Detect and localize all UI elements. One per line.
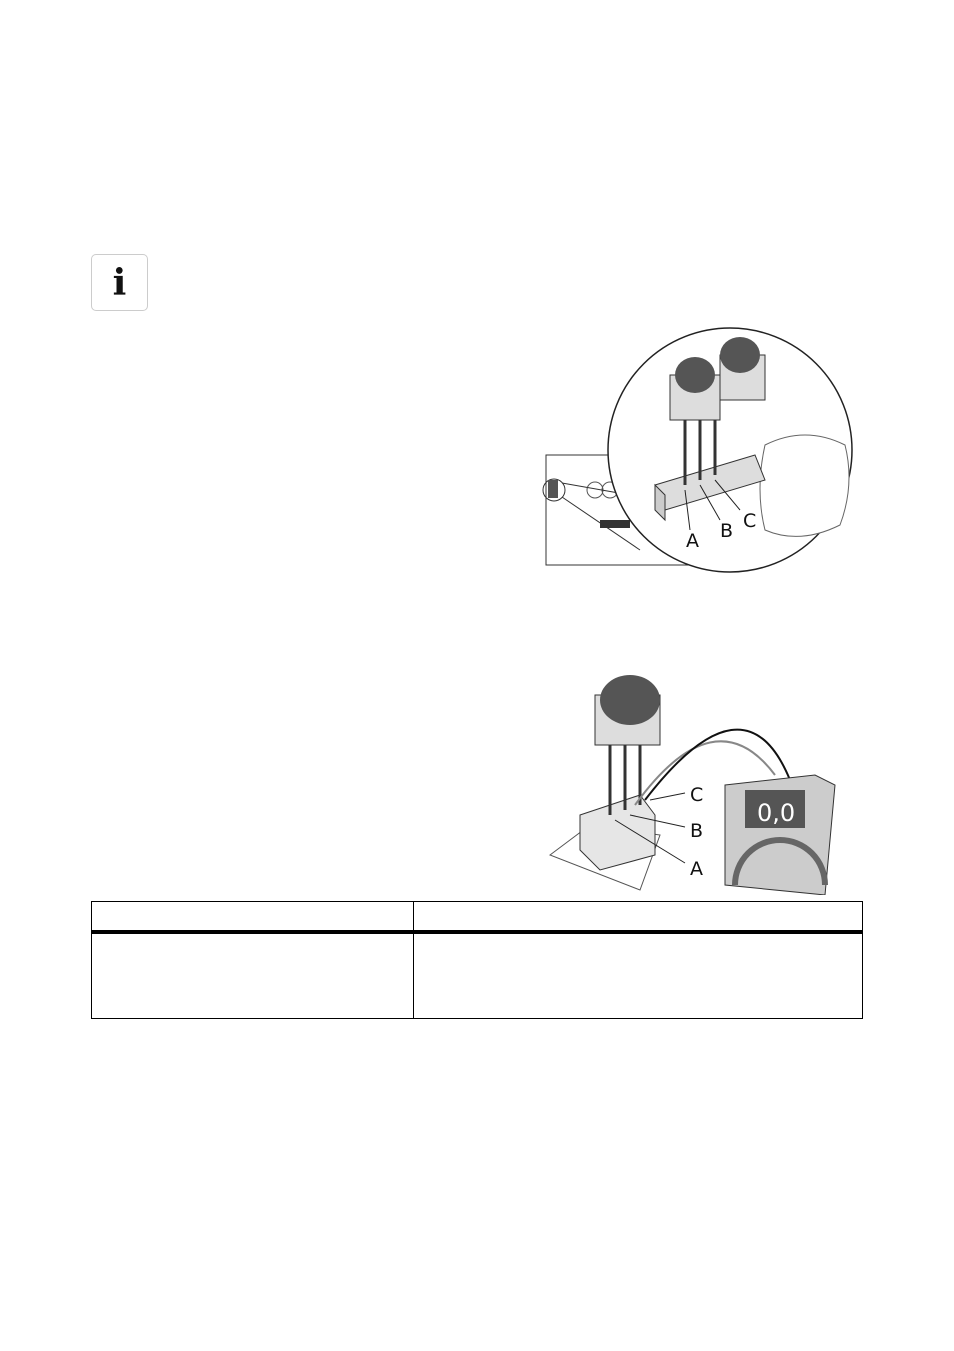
table-header [413, 901, 863, 934]
table-cell [91, 931, 414, 1019]
label-c: C [743, 510, 756, 532]
table-row [91, 931, 863, 1019]
multimeter-display: 0,0 [757, 799, 795, 827]
multimeter-measurement-figure: 0,0 C B A [548, 675, 836, 895]
table-header [91, 901, 414, 934]
label-b: B [690, 820, 703, 842]
label-a: A [690, 858, 703, 880]
info-icon: i [91, 254, 148, 311]
label-a: A [686, 530, 699, 552]
label-c: C [690, 784, 703, 806]
table-cell [413, 931, 863, 1019]
circuit-board-detail-figure: A B C [542, 327, 853, 573]
label-b: B [720, 520, 733, 542]
measurement-table [91, 901, 863, 1019]
